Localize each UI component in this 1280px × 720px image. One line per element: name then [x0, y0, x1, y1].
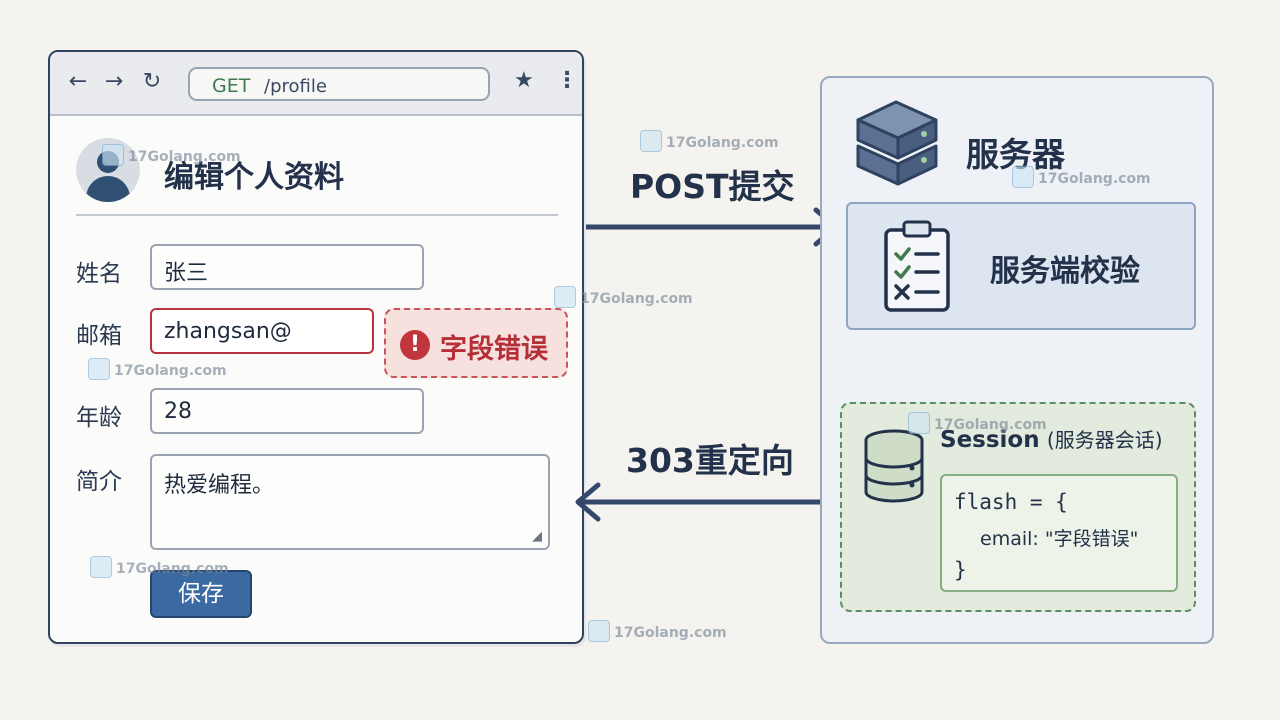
- watermark-logo-icon: [102, 144, 124, 166]
- server-panel: 服务器 服务端校验 Session (服务器会话) flash = { ema: [820, 76, 1214, 644]
- watermark-text: 17Golang.com: [580, 291, 693, 307]
- age-label: 年龄: [76, 405, 122, 431]
- redirect-arrow: [575, 482, 820, 522]
- flash-line-close: }: [954, 558, 967, 582]
- database-icon: [864, 429, 924, 503]
- redirect-label: 303重定向: [626, 441, 794, 480]
- field-error-badge: ! 字段错误: [384, 308, 568, 378]
- post-arrow: [586, 207, 839, 247]
- post-submit-label: POST提交: [630, 167, 795, 206]
- session-label-sub: (服务器会话): [1046, 428, 1163, 452]
- server-validation-label: 服务端校验: [990, 254, 1140, 289]
- url-method: GET: [212, 75, 251, 97]
- field-error-text: 字段错误: [440, 334, 548, 365]
- watermark: 17Golang.com: [588, 620, 727, 642]
- flash-line-email: email: "字段错误": [980, 528, 1139, 550]
- watermark-text: 17Golang.com: [114, 363, 227, 379]
- watermark-logo-icon: [88, 358, 110, 380]
- watermark-logo-icon: [554, 286, 576, 308]
- name-input[interactable]: 张三: [150, 244, 424, 290]
- watermark-text: 17Golang.com: [1038, 171, 1151, 187]
- session-label-main: Session: [940, 427, 1040, 453]
- watermark-logo-icon: [908, 412, 930, 434]
- age-input[interactable]: 28: [150, 388, 424, 434]
- watermark-text: 17Golang.com: [116, 561, 229, 577]
- watermark: 17Golang.com: [640, 130, 779, 152]
- browser-window: ← → ↻ GET /profile ★ ⋮ 编辑个人资料 姓名 张三 邮箱 z…: [48, 50, 584, 644]
- watermark-text: 17Golang.com: [128, 149, 241, 165]
- page-title: 编辑个人资料: [164, 160, 344, 195]
- watermark-logo-icon: [1012, 166, 1034, 188]
- forward-arrow-icon[interactable]: →: [104, 69, 124, 94]
- session-store-box: Session (服务器会话) flash = { email: "字段错误" …: [840, 402, 1196, 612]
- watermark-logo-icon: [588, 620, 610, 642]
- watermark: 17Golang.com: [554, 286, 693, 308]
- title-divider: [76, 214, 558, 216]
- watermark-text: 17Golang.com: [614, 625, 727, 641]
- name-label: 姓名: [76, 261, 122, 287]
- bio-textarea[interactable]: 热爱编程。 ◢: [150, 454, 550, 550]
- watermark: 17Golang.com: [90, 556, 229, 578]
- bio-label: 简介: [76, 469, 122, 495]
- watermark-text: 17Golang.com: [934, 417, 1047, 433]
- watermark-logo-icon: [640, 130, 662, 152]
- back-arrow-icon[interactable]: ←: [68, 69, 88, 94]
- watermark: 17Golang.com: [102, 144, 241, 166]
- menu-kebab-icon[interactable]: ⋮: [556, 68, 578, 93]
- flash-message-box: flash = { email: "字段错误" }: [940, 474, 1178, 592]
- watermark-logo-icon: [90, 556, 112, 578]
- watermark: 17Golang.com: [908, 412, 1047, 434]
- bio-text: 热爱编程。: [164, 473, 275, 498]
- clipboard-checklist-icon: [884, 220, 950, 312]
- save-button[interactable]: 保存: [150, 570, 252, 618]
- email-label: 邮箱: [76, 323, 122, 349]
- reload-icon[interactable]: ↻: [142, 69, 162, 94]
- resize-handle-icon[interactable]: ◢: [532, 529, 542, 544]
- email-input[interactable]: zhangsan@: [150, 308, 374, 354]
- watermark: 17Golang.com: [88, 358, 227, 380]
- server-validation-box: 服务端校验: [846, 202, 1196, 330]
- watermark-text: 17Golang.com: [666, 135, 779, 151]
- session-label: Session (服务器会话): [940, 424, 1163, 453]
- url-path: /profile: [264, 76, 327, 97]
- flash-line-open: flash = {: [954, 490, 1068, 514]
- address-bar[interactable]: GET /profile: [188, 67, 490, 101]
- bookmark-star-icon[interactable]: ★: [514, 68, 534, 93]
- error-exclamation-icon: !: [400, 330, 430, 360]
- server-rack-icon: [856, 100, 938, 186]
- browser-toolbar: ← → ↻ GET /profile ★ ⋮: [50, 52, 582, 116]
- watermark: 17Golang.com: [1012, 166, 1151, 188]
